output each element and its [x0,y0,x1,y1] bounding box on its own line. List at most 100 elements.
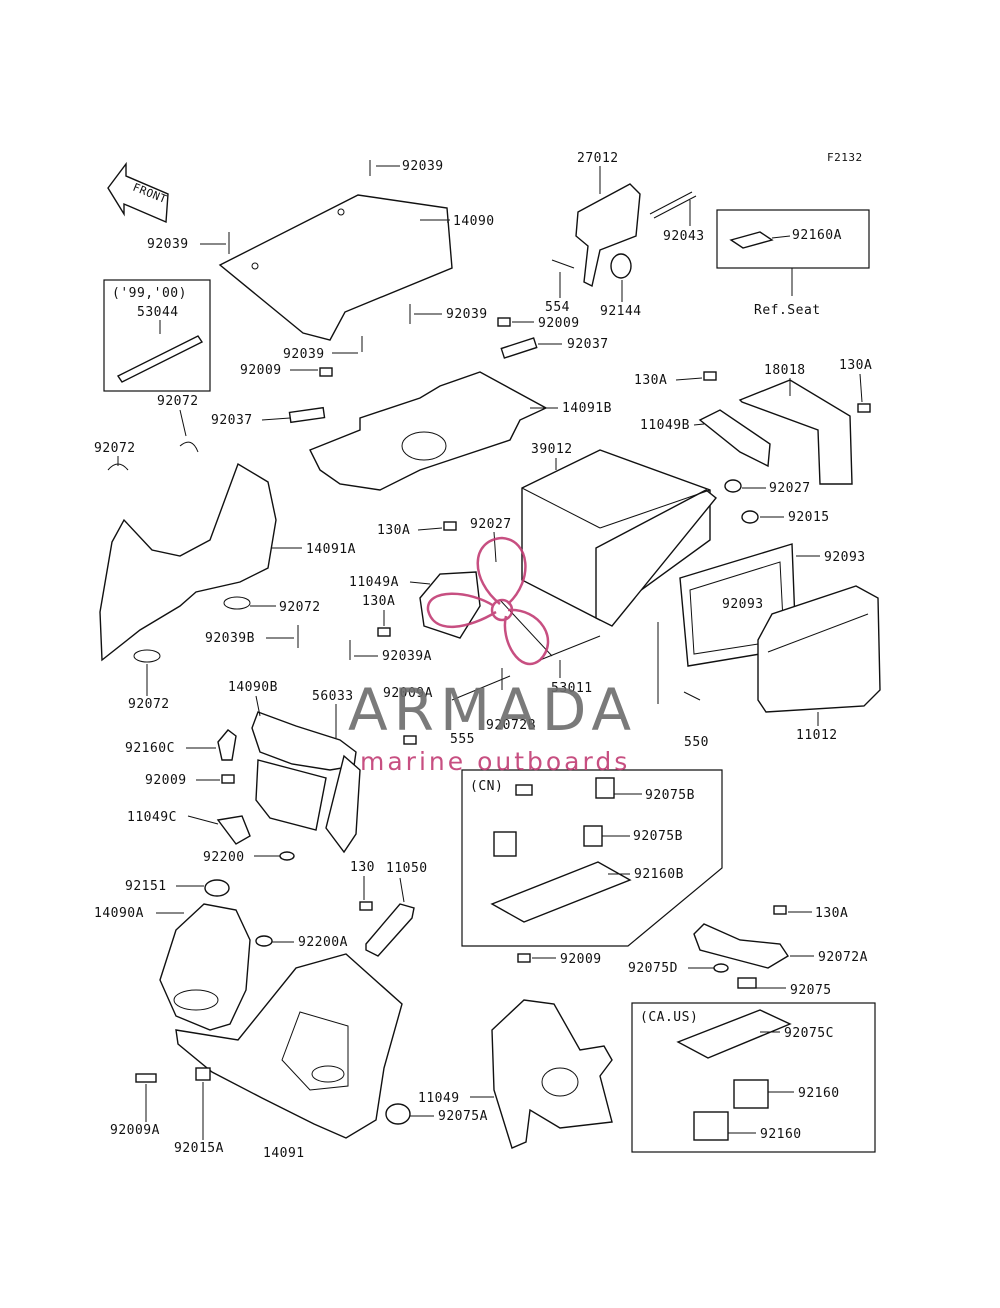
washer-92200A [255,935,273,947]
callout-14090: 14090 [453,214,495,229]
bolt-92009-c [221,774,235,784]
callout-92037-left: 92037 [211,413,253,428]
strap-92037-right [500,337,538,359]
callout-92039A: 92039A [382,649,432,664]
lens-cover [255,759,327,831]
callout-130A-c: 130A [377,523,410,538]
battery-11012 [757,585,881,713]
callout-92200: 92200 [203,850,245,865]
washer-92075D [713,963,729,973]
callout-92160A: 92160A [792,228,842,243]
bolt-130A-e [773,905,787,915]
nut-92015 [741,510,759,524]
pad-92075B-a [595,777,615,799]
callout-92160-b: 92160 [760,1127,802,1142]
bolt-92009-d [517,953,531,963]
callout-92009-d: 92009 [560,952,602,967]
callout-130A-e: 130A [815,906,848,921]
callout-92009A-b: 92009A [110,1123,160,1138]
clip-92072-b [179,441,199,453]
rail-56033 [325,754,361,854]
callout-11049C: 11049C [127,810,177,825]
plate-11049 [491,999,613,1149]
callout-92200A: 92200A [298,935,348,950]
bolt-130 [359,901,373,911]
callout-11049: 11049 [418,1091,460,1106]
callout-555: 555 [450,732,475,747]
callout-92160-a: 92160 [798,1086,840,1101]
pad-92075B-b [583,825,603,847]
callout-11049B: 11049B [640,418,690,433]
callout-92075B-b: 92075B [633,829,683,844]
callout-92160C: 92160C [125,741,175,756]
variant-box-cn [461,769,723,947]
callout-92027-right: 92027 [769,481,811,496]
callout-92075B-a: 92075B [645,788,695,803]
watermark-brand: ARMADA [348,676,637,744]
ref-seat-text: Ref.Seat [754,303,821,318]
bolt-group [221,160,871,963]
bracket-11049B [698,409,771,468]
callout-130A-d: 130A [362,594,395,609]
callout-92072-c: 92072 [279,600,321,615]
callout-92072A: 92072A [818,950,868,965]
tray-14091 [175,953,403,1139]
callout-92075C: 92075C [784,1026,834,1041]
callout-14091B: 14091B [562,401,612,416]
callout-11049A: 11049A [349,575,399,590]
callout-18018: 18018 [764,363,806,378]
callout-56033: 56033 [312,689,354,704]
bolt-92009A-b [135,1073,157,1083]
callout-92027-left: 92027 [470,517,512,532]
strap-92037-left [288,406,326,424]
callout-92075: 92075 [790,983,832,998]
panel-14091A [99,462,277,662]
callout-92093-b: 92093 [722,597,764,612]
callout-53011: 53011 [551,681,593,696]
bolt-130A-c [443,521,457,531]
callout-554: 554 [545,300,570,315]
pad-92160-b [693,1111,729,1141]
callout-92144: 92144 [600,304,642,319]
callout-92009-c: 92009 [145,773,187,788]
diagram-code: F2132 [827,151,863,164]
bracket-11049C [216,815,251,845]
sheet-92160B [490,861,632,923]
bolt-92009-a [497,317,511,327]
callout-92009-a: 92009 [538,316,580,331]
variant-box-cn-title: (CN) [470,779,503,794]
battery-case-rim [595,489,717,627]
watermark-tagline: marine outboards [360,747,630,776]
knob-92160C [217,729,237,761]
plate-14091B [309,371,548,491]
clip-92072-d [133,649,161,663]
bar-53044 [116,335,204,383]
callout-92039-top: 92039 [402,159,444,174]
spring-92144 [610,253,632,279]
callout-92043: 92043 [663,229,705,244]
ref-seat-box [716,209,870,269]
callout-92015A: 92015A [174,1141,224,1156]
callout-27012: 27012 [577,151,619,166]
pad-92160-a [733,1079,769,1109]
lid-14090B [251,711,357,771]
callout-92009A-a: 92009A [383,686,433,701]
callout-92072-d: 92072 [128,697,170,712]
callout-92037-right: 92037 [567,337,609,352]
callout-92075A: 92075A [438,1109,488,1124]
variant-box-99-00-part: 53044 [137,305,179,320]
washer-92200 [279,851,295,861]
callout-92075D: 92075D [628,961,678,976]
callout-130: 130 [350,860,375,875]
nut-92015A [195,1067,211,1081]
callout-11012: 11012 [796,728,838,743]
bolt-130A-b [857,403,871,413]
pad-cn-d [515,784,533,796]
armada-watermark: ARMADA marine outboards [348,536,637,776]
callout-14091A: 14091A [306,542,356,557]
callout-92072-a: 92072 [157,394,199,409]
sheet-92075C [676,1009,792,1059]
callout-39012: 39012 [531,442,573,457]
callout-92039-mid: 92039 [446,307,488,322]
propeller-logo-icon [426,536,550,666]
